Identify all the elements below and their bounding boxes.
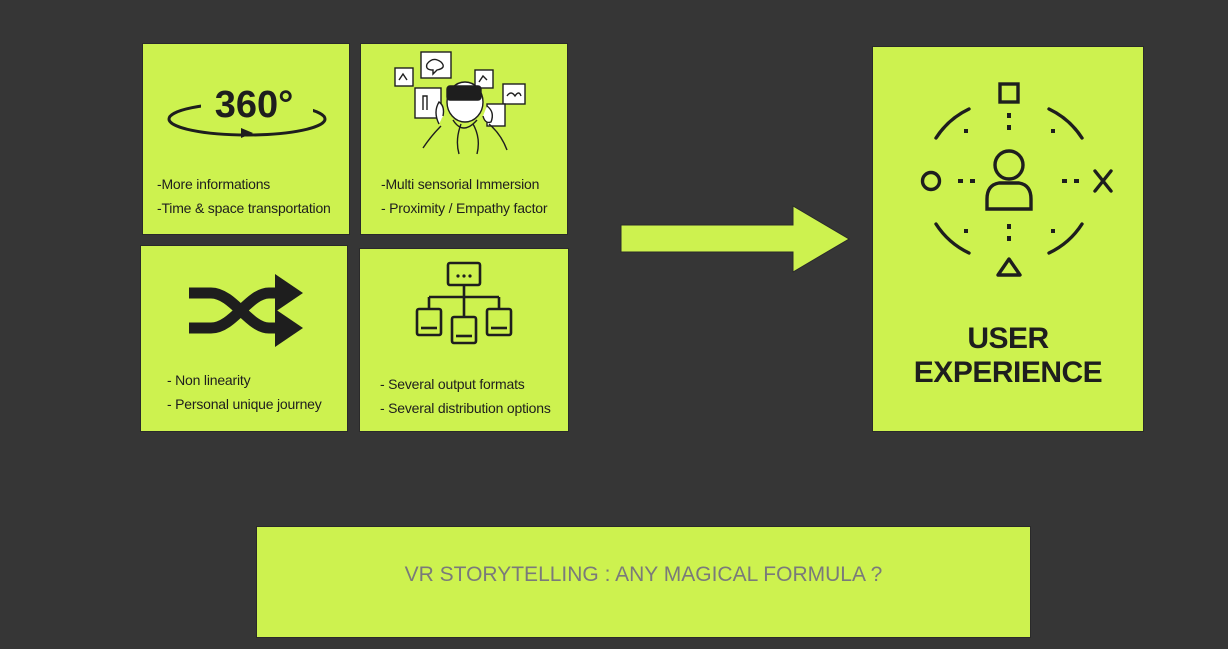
user-experience-panel: USER EXPERIENCE bbox=[872, 46, 1144, 432]
user-experience-title: USER EXPERIENCE bbox=[913, 322, 1103, 389]
shuffle-arrows-icon bbox=[189, 274, 303, 347]
tile-output-formats-line-2: - Several distribution options bbox=[380, 400, 551, 416]
icon-360-label: 360° bbox=[215, 84, 294, 126]
tile-immersion: -Multi sensorial Immersion - Proximity /… bbox=[360, 43, 568, 235]
tile-non-linearity-line-2: - Personal unique journey bbox=[167, 396, 322, 412]
vr-headset-person-icon bbox=[394, 51, 526, 155]
tile-non-linearity: - Non linearity - Personal unique journe… bbox=[140, 245, 348, 432]
right-arrow-icon bbox=[620, 205, 850, 273]
tile-output-formats-line-1: - Several output formats bbox=[380, 376, 525, 392]
tile-immersion-line-2: - Proximity / Empathy factor bbox=[381, 200, 548, 216]
tile-360: 360° -More informations -Time & space tr… bbox=[142, 43, 350, 235]
tile-immersion-line-1: -Multi sensorial Immersion bbox=[381, 176, 540, 192]
tile-360-line-1: -More informations bbox=[157, 176, 271, 192]
tile-360-line-2: -Time & space transportation bbox=[157, 200, 331, 216]
user-target-icon bbox=[920, 82, 1113, 277]
degrees-360-icon: 360° bbox=[167, 84, 327, 138]
hierarchy-flowchart-icon bbox=[415, 261, 513, 345]
bottom-banner: VR STORYTELLING : ANY MAGICAL FORMULA ? bbox=[256, 526, 1031, 638]
tile-output-formats: - Several output formats - Several distr… bbox=[359, 248, 569, 432]
banner-title: VR STORYTELLING : ANY MAGICAL FORMULA ? bbox=[404, 563, 883, 586]
tile-non-linearity-line-1: - Non linearity bbox=[167, 372, 251, 388]
